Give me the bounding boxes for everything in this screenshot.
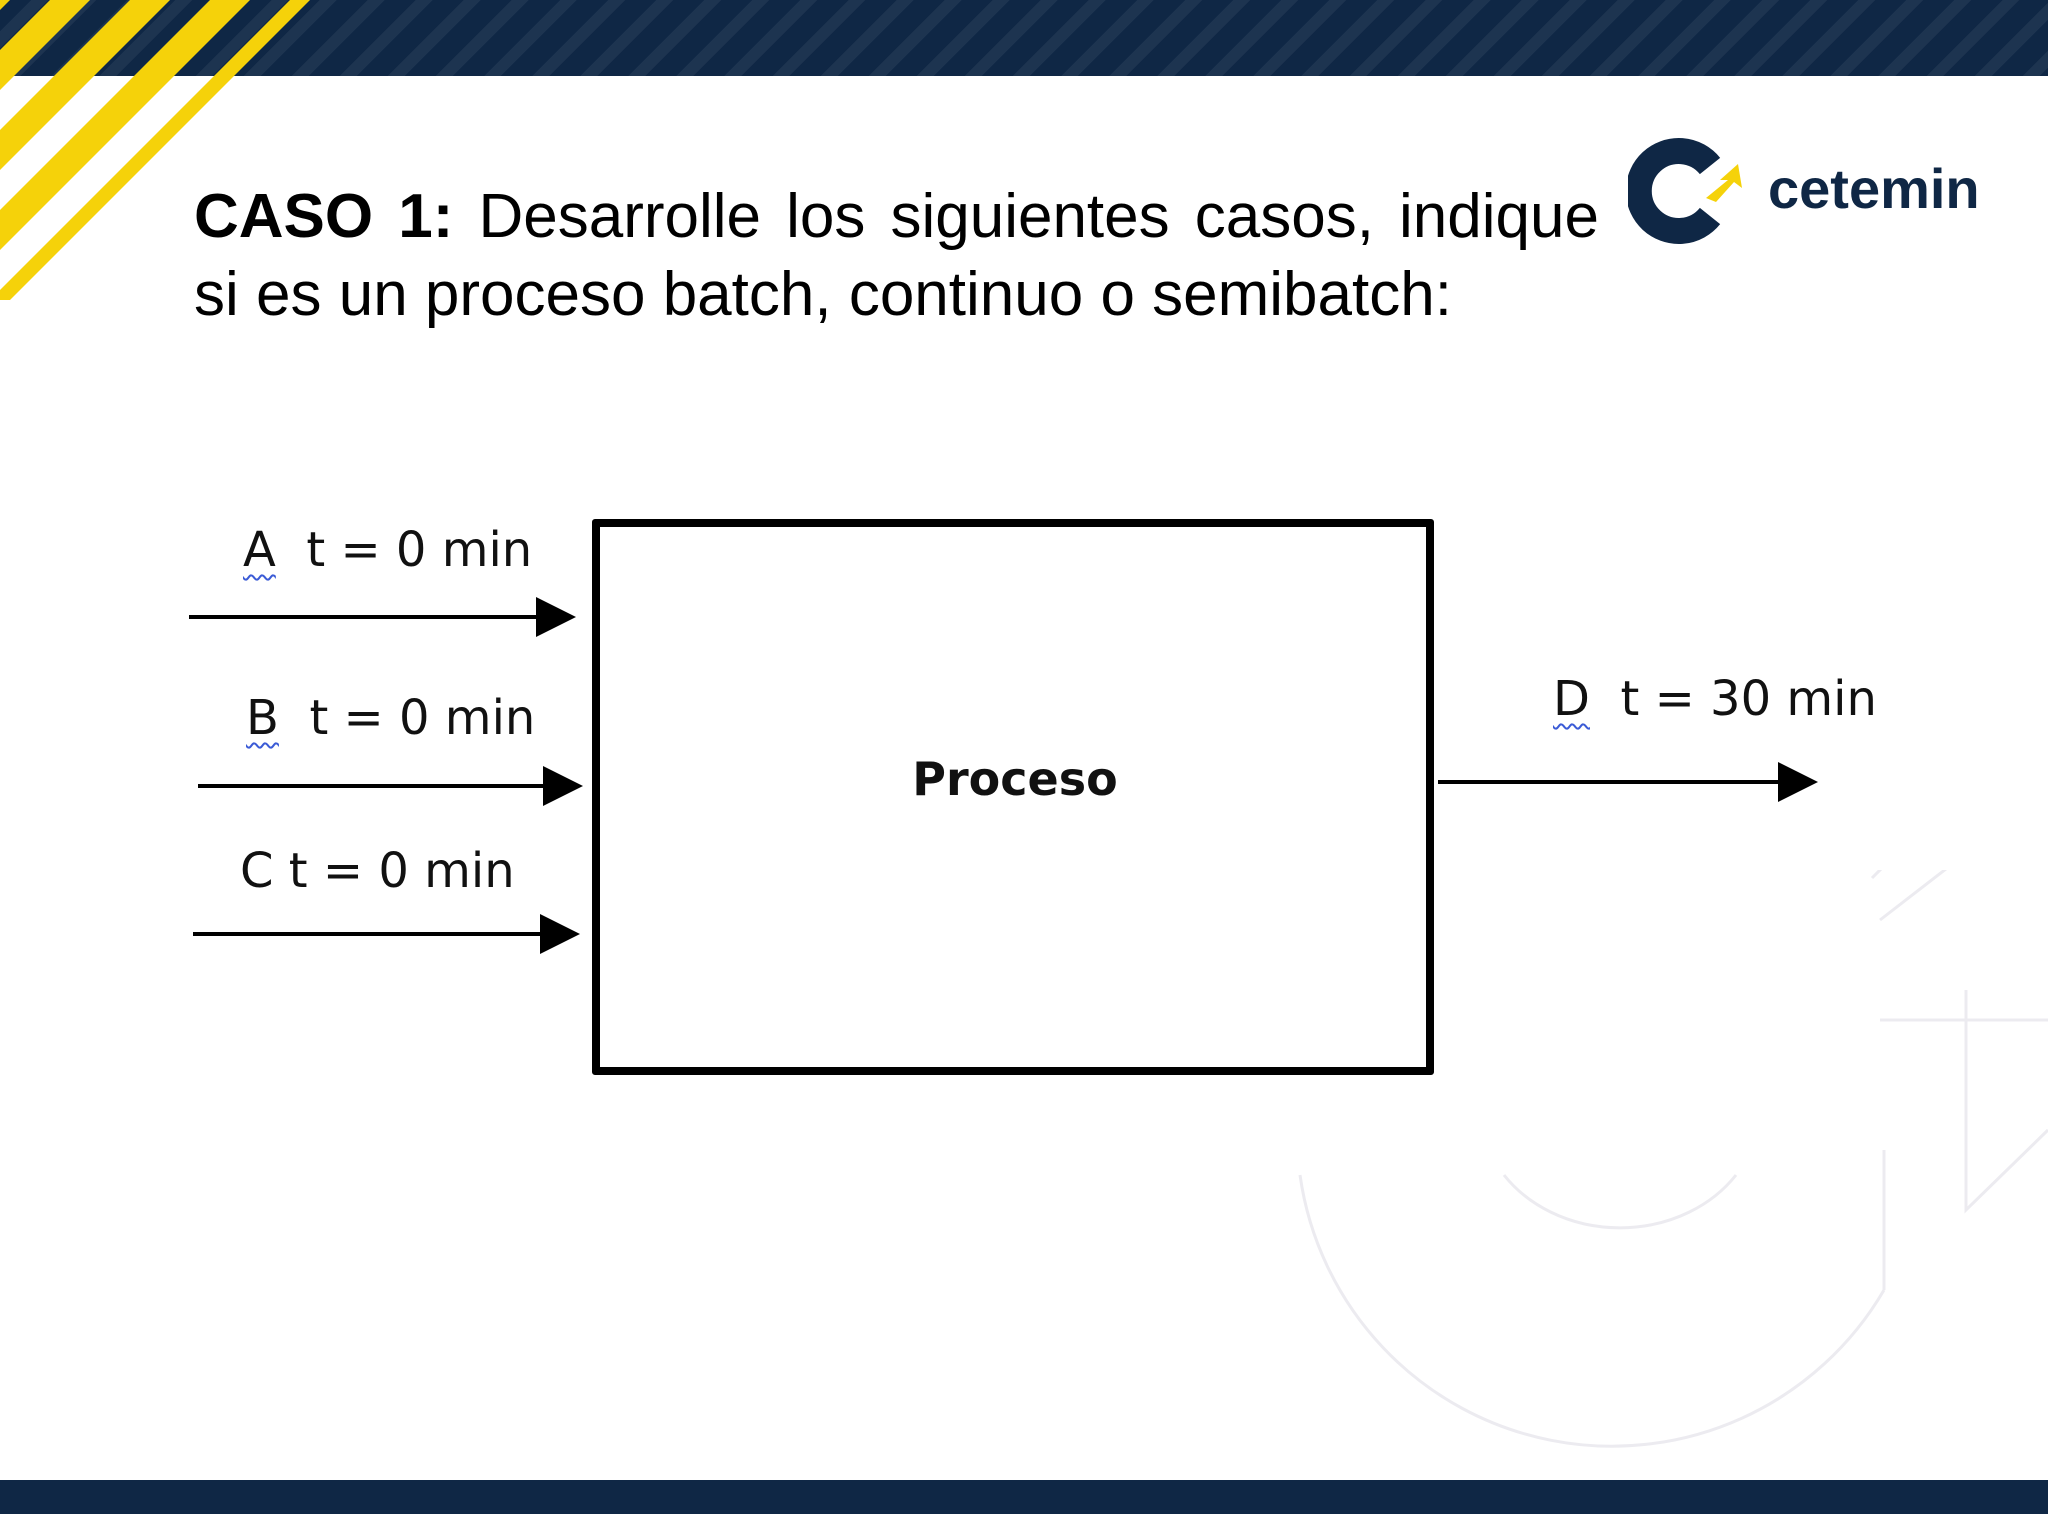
- top-band: [0, 0, 2048, 76]
- stream-time-a: t = 0 min: [306, 522, 533, 578]
- cetemin-logo-icon: [1628, 138, 1742, 244]
- page-title: CASO 1: Desarrolle los siguientes casos,…: [194, 178, 1599, 334]
- input-label-a: A t = 0 min: [243, 522, 532, 578]
- case-heading: CASO 1:: [194, 182, 454, 251]
- process-label: Proceso: [912, 752, 1118, 806]
- stream-name-c: C: [240, 843, 274, 899]
- input-label-b: B t = 0 min: [246, 690, 535, 746]
- stream-name-b: B: [246, 690, 279, 746]
- stream-name-d: D: [1553, 671, 1590, 727]
- logo-wordmark: cetemin: [1768, 157, 1980, 220]
- bottom-band: [0, 1480, 2048, 1514]
- top-band-stripes: [0, 0, 2048, 76]
- case-instructions: Desarrolle los siguientes casos, indique…: [194, 182, 1599, 329]
- process-box: [592, 519, 1434, 1075]
- input-label-c: C t = 0 min: [240, 843, 515, 899]
- output-label-d: D t = 30 min: [1553, 671, 1877, 727]
- corner-stripes-decoration: [0, 0, 310, 300]
- stream-time-c: t = 0 min: [288, 843, 515, 899]
- stream-time-b: t = 0 min: [309, 690, 536, 746]
- cetemin-logo: cetemin: [1628, 136, 1988, 246]
- stream-name-a: A: [243, 522, 276, 578]
- stream-time-d: t = 30 min: [1620, 671, 1877, 727]
- watermark-logo: [1298, 870, 2048, 1448]
